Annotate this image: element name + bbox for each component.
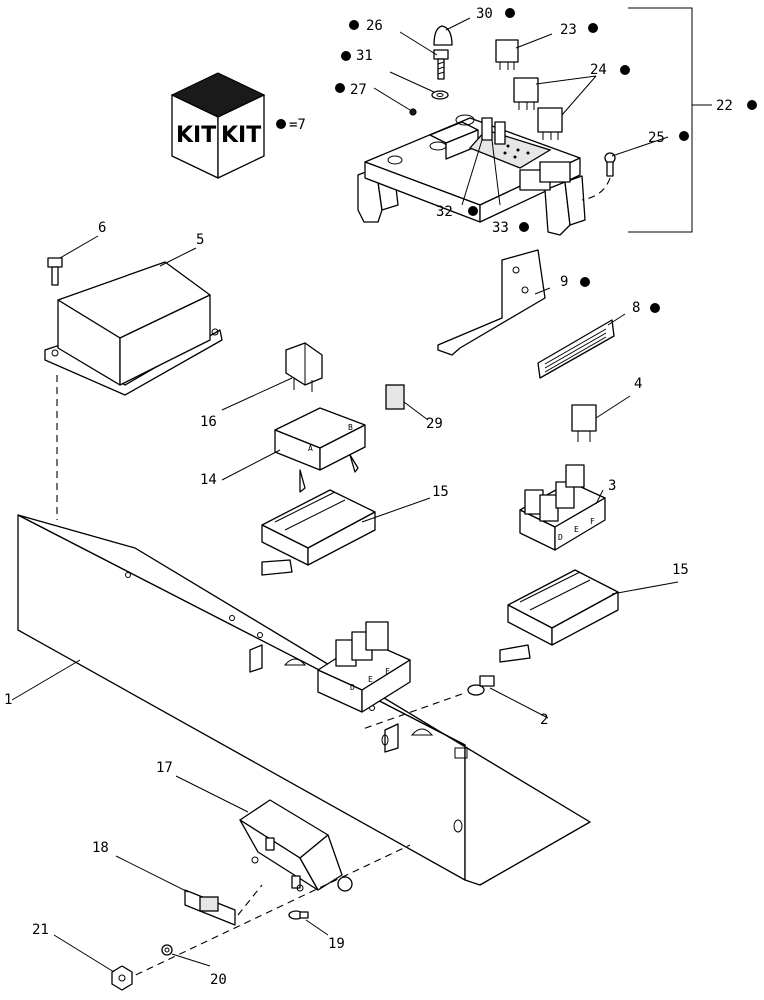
callout-8: 8 [632,300,640,316]
washer-31 [431,90,449,100]
callout-29: 29 [426,416,443,432]
screw-19 [288,910,309,920]
block3-letter-e: E [574,525,579,534]
nut-27 [409,108,417,116]
callout-3: 3 [608,478,616,494]
bolt-6 [47,257,63,286]
relay-24-a [513,77,539,110]
relay-23 [495,39,519,70]
relay-16 [285,342,323,392]
fuse-holder-15-left [261,489,376,576]
kit-legend: =7 [289,117,306,133]
circuit-breaker-17 [239,799,353,892]
screw-26 [433,49,449,80]
mounted-letter-d: D [350,683,355,692]
relay-24-b [537,107,563,140]
mounted-letter-f: F [385,667,390,676]
callout-21: 21 [32,922,49,938]
decal-8 [537,319,615,379]
mounted-relay-block: D E F [317,621,411,713]
bracket-22 [628,7,693,233]
kit-marker-dot [276,119,286,129]
callout-2: 2 [540,712,548,728]
callout-17: 17 [156,760,173,776]
callout-4: 4 [634,376,642,392]
fuse-holder-15-right [499,569,619,663]
block3-letter-f: F [590,517,595,526]
kit-box-icon: KIT KIT [170,72,266,179]
callout-22: 22 [716,98,733,114]
callout-27: 27 [350,82,367,98]
callout-6: 6 [98,220,106,236]
block3-letter-d: D [558,533,563,542]
bracket-9 [437,249,546,356]
relay-block-3: D E F [519,464,606,551]
kit-marker-dots [335,8,757,313]
control-module-5 [44,261,223,396]
mounted-letter-e: E [368,675,373,684]
cap-30 [433,25,453,46]
callout-15-left: 15 [432,484,449,500]
callout-15-right: 15 [672,562,689,578]
relay-4 [571,404,597,442]
screw-2 [467,675,495,696]
callout-32: 32 [436,204,453,220]
callout-14: 14 [200,472,217,488]
callout-5: 5 [196,232,204,248]
kit-label-right: KIT [221,123,261,148]
lock-washer-20 [161,944,173,956]
block14-letter-a: A [308,444,313,453]
callout-30: 30 [476,6,493,22]
callout-16: 16 [200,414,217,430]
callout-33: 33 [492,220,509,236]
callout-23: 23 [560,22,577,38]
callout-26: 26 [366,18,383,34]
kit-label-left: KIT [176,123,216,148]
callout-9: 9 [560,274,568,290]
fuse-29 [385,384,405,410]
nut-21 [111,965,133,991]
callout-18: 18 [92,840,109,856]
fuse-holder-assembly [357,114,586,236]
fuse-link-18 [184,889,236,926]
callout-25: 25 [648,130,665,146]
callout-19: 19 [328,936,345,952]
relay-block-14: A B [274,407,366,493]
callout-24: 24 [590,62,607,78]
callout-20: 20 [210,972,227,988]
callout-31: 31 [356,48,373,64]
screw-25 [604,152,616,177]
block14-letter-b: B [348,423,353,432]
callout-1: 1 [4,692,12,708]
mounting-panel-1 [17,514,591,886]
